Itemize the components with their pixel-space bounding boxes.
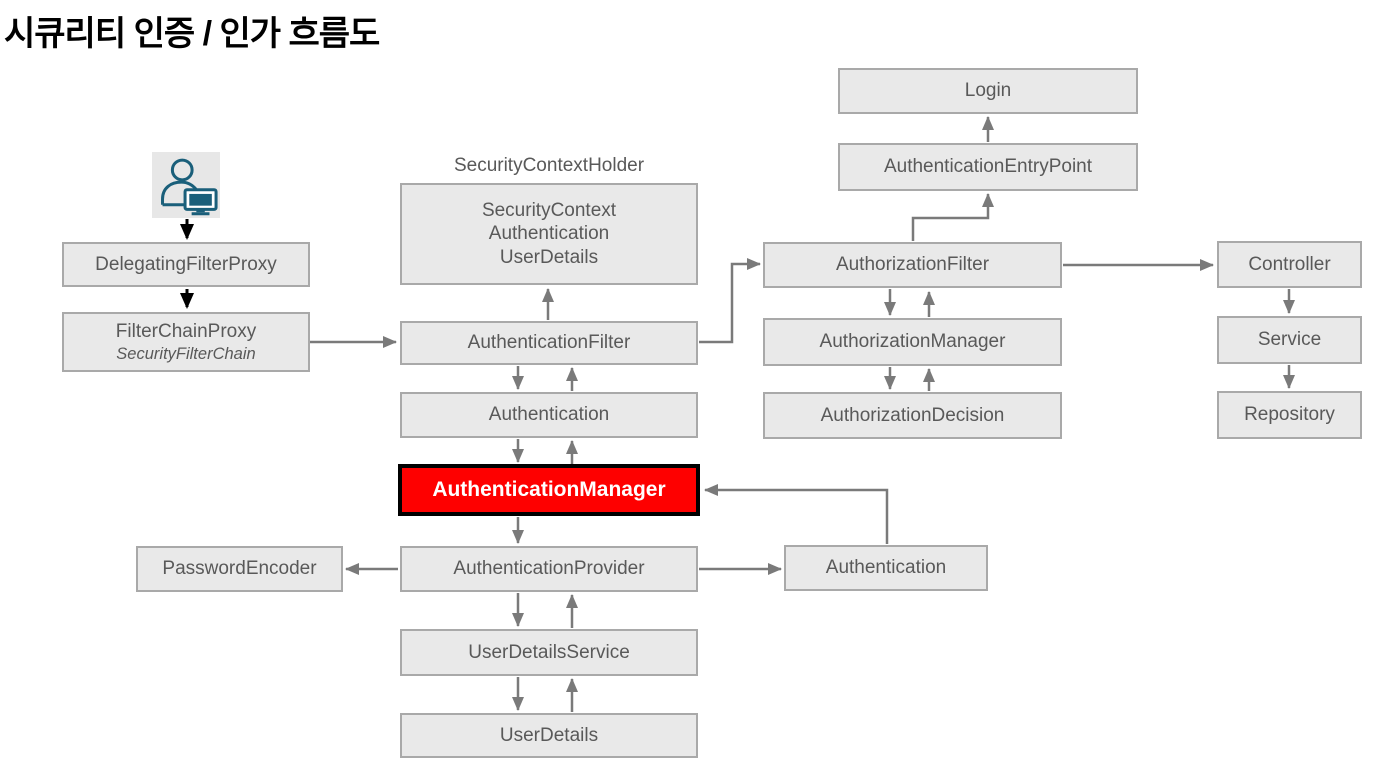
node-login: Login [838, 68, 1138, 114]
user-at-computer-icon [152, 152, 220, 218]
node-label: Authentication [825, 557, 947, 579]
node-label: AuthorizationManager [819, 331, 1006, 353]
node-line: SecurityContext [481, 200, 617, 222]
node-label: FilterChainProxy [115, 320, 257, 342]
edge-authenticationfilter-to-authorizationfilter [699, 258, 761, 344]
page-title: 시큐리티 인증 / 인가 흐름도 [4, 15, 380, 53]
node-label: PasswordEncoder [162, 558, 317, 580]
node-label: AuthorizationFilter [835, 254, 990, 276]
edge-authenticationresult-to-authenticationmanager [704, 484, 889, 544]
node-authorization-filter: AuthorizationFilter [763, 242, 1062, 288]
node-label: Authentication [488, 404, 610, 426]
node-authentication-entry-point: AuthenticationEntryPoint [838, 143, 1138, 191]
node-line: UserDetails [499, 246, 599, 268]
node-label: AuthenticationEntryPoint [883, 156, 1093, 178]
node-label: UserDetailsService [468, 641, 630, 663]
node-controller: Controller [1217, 241, 1362, 288]
node-authorization-decision: AuthorizationDecision [763, 392, 1062, 439]
node-label: AuthenticationFilter [467, 332, 631, 354]
node-repository: Repository [1217, 391, 1362, 439]
person-at-computer-icon [161, 158, 218, 216]
node-line: Authentication [488, 223, 610, 245]
node-user-details-service: UserDetailsService [400, 629, 698, 676]
node-authentication-provider: AuthenticationProvider [400, 546, 698, 592]
node-user-details: UserDetails [400, 713, 698, 758]
node-security-context: SecurityContext Authentication UserDetai… [400, 183, 698, 285]
node-authorization-manager: AuthorizationManager [763, 318, 1062, 366]
node-authentication-filter: AuthenticationFilter [400, 321, 698, 365]
node-service: Service [1217, 316, 1362, 364]
node-label: UserDetails [499, 724, 599, 746]
security-context-holder-label: SecurityContextHolder [453, 155, 645, 176]
node-label: AuthenticationManager [432, 478, 666, 502]
node-authentication: Authentication [400, 392, 698, 438]
node-label: AuthorizationDecision [820, 404, 1005, 426]
node-label: Login [964, 80, 1012, 102]
edge-authorizationfilter-to-authenticationentrypoint [911, 193, 994, 241]
node-label: DelegatingFilterProxy [95, 253, 277, 275]
node-password-encoder: PasswordEncoder [136, 546, 343, 592]
node-authentication-manager: AuthenticationManager [398, 464, 700, 516]
node-label: Repository [1244, 404, 1335, 426]
node-filter-chain-proxy: FilterChainProxy SecurityFilterChain [62, 312, 310, 372]
node-delegating-filter-proxy: DelegatingFilterProxy [62, 242, 310, 287]
node-sublabel: SecurityFilterChain [116, 345, 256, 364]
node-label: Controller [1248, 253, 1331, 275]
node-authentication-result: Authentication [784, 545, 988, 591]
node-label: AuthenticationProvider [453, 558, 645, 580]
node-label: Service [1257, 329, 1322, 351]
